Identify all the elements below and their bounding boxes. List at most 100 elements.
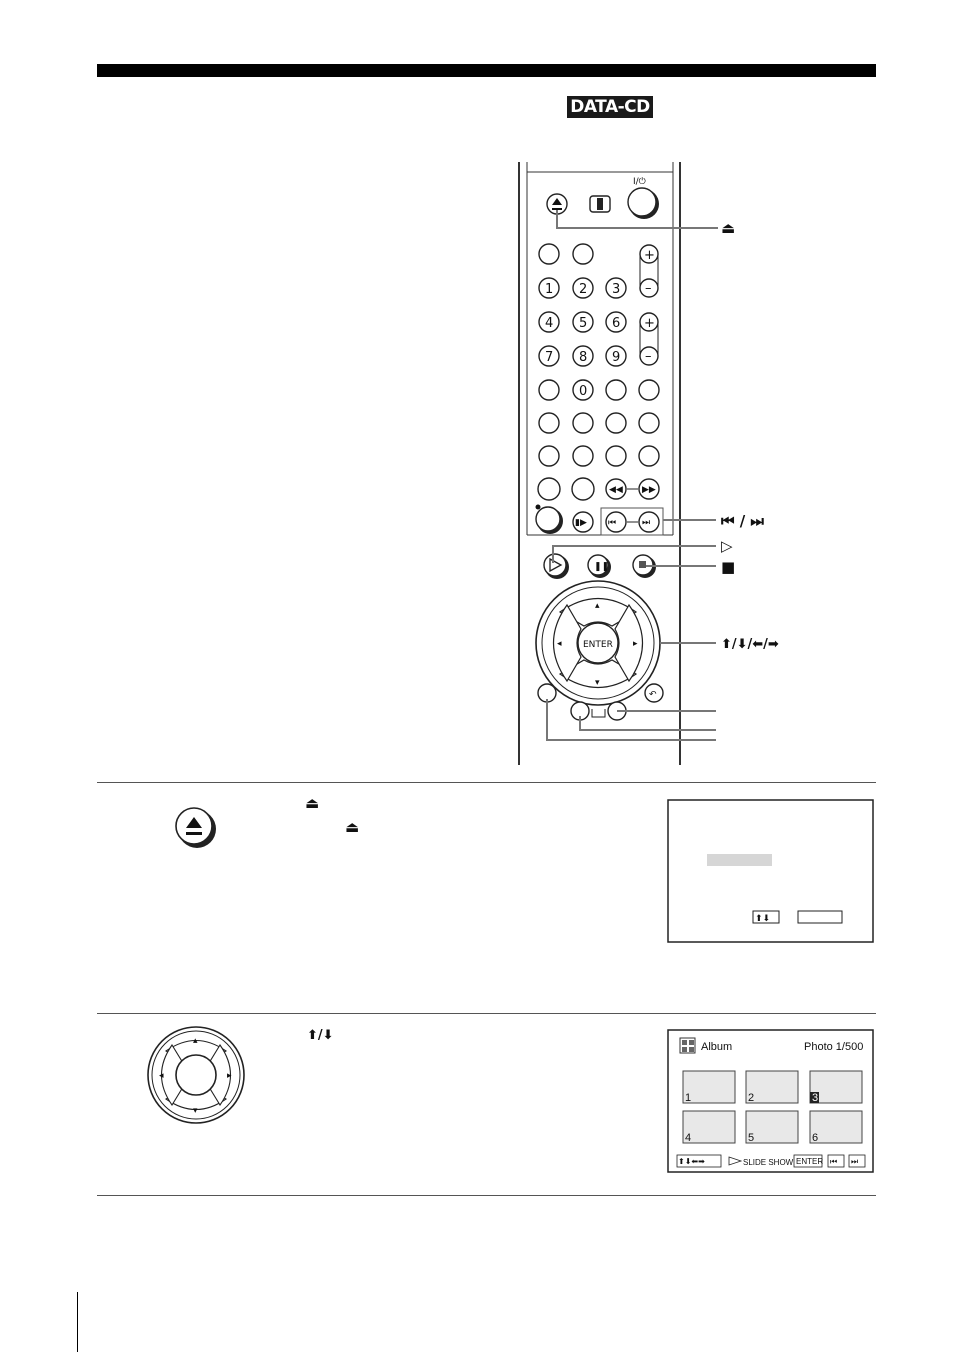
number-key-8-label: 8 — [579, 350, 587, 365]
remote-button[interactable] — [638, 445, 660, 467]
highlight-bar — [707, 854, 772, 866]
step-1-eject-symbol: ⏏ — [305, 794, 319, 812]
dpad-right[interactable] — [614, 603, 644, 683]
step-1-rule — [97, 782, 876, 783]
remote-button[interactable] — [605, 412, 627, 434]
return-button[interactable] — [644, 683, 664, 703]
number-key-3[interactable] — [605, 277, 627, 299]
enter-button-label: ENTER — [583, 640, 613, 650]
number-key-4[interactable] — [538, 311, 560, 333]
number-key-7[interactable] — [538, 345, 560, 367]
remote-button[interactable] — [571, 477, 595, 501]
minus-icon: – — [645, 281, 652, 296]
dpad-up[interactable] — [558, 597, 638, 627]
thumbnail-number: 6 — [812, 1132, 818, 1144]
plus-icon: + — [644, 316, 655, 331]
footer-nav-icons: ⬆⬇⬅➡ — [678, 1157, 705, 1166]
number-key-9-label: 9 — [612, 350, 620, 365]
remote-button[interactable] — [638, 379, 660, 401]
eject-callout: ⏏ — [721, 219, 735, 237]
number-key-9[interactable] — [605, 345, 627, 367]
arrow-left-icon: ◂ — [159, 1071, 164, 1081]
prev-button[interactable] — [605, 511, 627, 533]
channel-down-button[interactable] — [639, 346, 659, 366]
slow-play-button[interactable] — [572, 511, 594, 533]
remote-button[interactable] — [537, 477, 561, 501]
play-callout: ▷ — [721, 537, 733, 555]
enter-button[interactable] — [577, 622, 619, 664]
rewind-icon: ◀◀ — [609, 485, 623, 495]
footer-enter: ENTER — [796, 1157, 823, 1166]
thumbnail-number: 2 — [748, 1092, 754, 1104]
arrow-up-icon: ▴ — [595, 601, 600, 611]
dpad-down[interactable] — [558, 659, 638, 689]
volume-down-button[interactable] — [639, 278, 659, 298]
volume-up-button[interactable] — [639, 244, 659, 264]
photo-counter: Photo 1/500 — [804, 1041, 863, 1053]
up-down-arrows-icon: ⬆⬇ — [755, 914, 770, 924]
footer-next-box — [848, 1154, 866, 1168]
remote-button[interactable] — [538, 445, 560, 467]
prev-next-callout: ⏮ / ⏭ — [721, 512, 764, 530]
step-2-rule — [97, 1013, 876, 1014]
power-label: I/⏻ — [633, 176, 646, 187]
arrow-down-icon: ▾ — [595, 678, 600, 688]
arrow-right-icon: ▸ — [633, 639, 638, 649]
remote-button[interactable] — [572, 412, 594, 434]
remote-button[interactable] — [572, 243, 594, 265]
minus-icon: – — [645, 349, 652, 364]
remote-control-illustration: I/⏻ + – 1 2 3 4 5 6 + – 7 8 9 0 — [518, 162, 779, 765]
number-key-2[interactable] — [572, 277, 594, 299]
thumbnail-number-selected: 3 — [812, 1092, 818, 1104]
thumbnail-5[interactable] — [745, 1110, 799, 1144]
album-title: Album — [701, 1041, 732, 1053]
remote-button[interactable] — [538, 412, 560, 434]
remote-button[interactable] — [638, 412, 660, 434]
play-leader-line — [552, 545, 716, 563]
remote-button[interactable] — [572, 445, 594, 467]
remote-button[interactable] — [605, 379, 627, 401]
next-button[interactable] — [638, 511, 660, 533]
next-track-icon: ⏭ — [642, 518, 650, 528]
number-key-6[interactable] — [605, 311, 627, 333]
thumbnail-1[interactable] — [682, 1070, 736, 1104]
arrows-callout: ⬆/⬇/⬅/➡ — [721, 637, 779, 652]
step-1-eject-symbol-2: ⏏ — [345, 818, 359, 836]
channel-up-button[interactable] — [639, 312, 659, 332]
number-key-7-label: 7 — [545, 350, 553, 365]
play-icon — [549, 557, 563, 573]
number-key-1[interactable] — [538, 277, 560, 299]
menu-leader-line — [546, 699, 716, 741]
power-button[interactable] — [627, 187, 657, 217]
arrow-up-icon: ▴ — [193, 1036, 198, 1046]
footer-slide-show: SLIDE SHOW — [743, 1158, 794, 1167]
number-key-6-label: 6 — [612, 316, 620, 331]
updown-keys-icon — [752, 910, 780, 924]
thumbnail-number: 1 — [685, 1092, 691, 1104]
remote-button[interactable] — [538, 379, 560, 401]
record-button[interactable] — [535, 506, 561, 532]
arrow-down-icon: ▾ — [193, 1106, 198, 1116]
number-key-3-label: 3 — [612, 282, 620, 297]
remote-button[interactable] — [605, 445, 627, 467]
next-track-icon: ⏭ — [851, 1157, 858, 1166]
pause-button[interactable] — [587, 554, 609, 576]
rewind-button[interactable] — [605, 478, 627, 500]
number-key-0[interactable] — [572, 379, 594, 401]
thumbnail-6[interactable] — [809, 1110, 863, 1144]
number-key-2-label: 2 — [579, 282, 587, 297]
remote-button[interactable] — [538, 243, 560, 265]
number-key-8[interactable] — [572, 345, 594, 367]
thumbnail-2[interactable] — [745, 1070, 799, 1104]
dpad-left[interactable] — [552, 603, 582, 683]
number-key-5[interactable] — [572, 311, 594, 333]
stop-callout: ■ — [721, 558, 735, 576]
thumbnail-4[interactable] — [682, 1110, 736, 1144]
eject-icon — [552, 198, 562, 210]
eject-leader-line — [556, 210, 718, 229]
section-end-rule — [97, 1195, 876, 1196]
fast-forward-icon: ▶▶ — [642, 485, 656, 495]
slow-play-icon: ▮▶ — [575, 518, 587, 528]
fast-forward-button[interactable] — [638, 478, 660, 500]
